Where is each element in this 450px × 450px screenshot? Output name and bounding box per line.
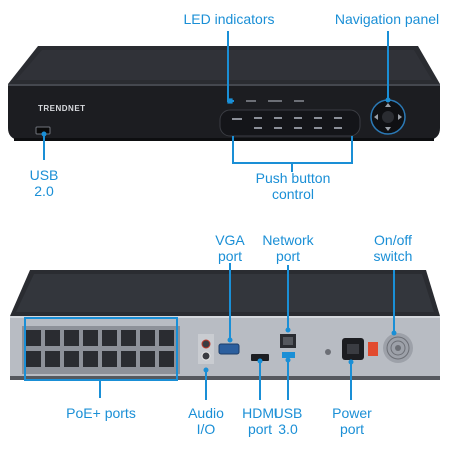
poe-port[interactable] <box>26 330 41 346</box>
brand-logo: TRENDNET <box>38 104 86 113</box>
poe-port[interactable] <box>159 330 174 346</box>
poe-port[interactable] <box>140 330 155 346</box>
poe-port[interactable] <box>159 351 174 367</box>
label-audio-io: Audio I/O <box>188 405 224 437</box>
front-device-illustration: TRENDNET <box>8 31 440 172</box>
poe-port[interactable] <box>121 351 136 367</box>
rear-callout-lines <box>24 263 395 400</box>
label-navigation-panel: Navigation panel <box>334 11 440 27</box>
network-port[interactable] <box>280 334 296 348</box>
poe-port[interactable] <box>83 351 98 367</box>
poe-port[interactable] <box>64 330 79 346</box>
hdmi-port[interactable] <box>251 354 269 361</box>
rear-device-illustration <box>10 263 440 400</box>
navigation-dial[interactable] <box>370 99 406 135</box>
power-port[interactable] <box>342 338 364 360</box>
onoff-switch[interactable] <box>368 342 378 356</box>
label-push-button-control: Push button control <box>255 170 331 202</box>
poe-port[interactable] <box>140 351 155 367</box>
poe-port[interactable] <box>121 330 136 346</box>
vga-port[interactable] <box>218 343 240 355</box>
fan-grille <box>383 333 413 363</box>
poe-port[interactable] <box>102 330 117 346</box>
usb-3-port[interactable] <box>282 352 295 358</box>
poe-port[interactable] <box>64 351 79 367</box>
label-vga-port: VGA port <box>215 232 245 264</box>
label-usb-3: USB 3.0 <box>273 405 303 437</box>
rear-callout-dots <box>203 327 397 373</box>
poe-port[interactable] <box>45 351 60 367</box>
poe-port[interactable] <box>102 351 117 367</box>
label-hdmi-port: HDMI port <box>242 405 278 437</box>
label-poe-ports: PoE+ ports <box>66 405 136 421</box>
label-power-port: Power port <box>332 405 372 437</box>
poe-port[interactable] <box>26 351 41 367</box>
poe-port[interactable] <box>45 330 60 346</box>
poe-ports-block <box>22 326 180 374</box>
label-led-indicators: LED indicators <box>183 11 275 27</box>
label-network-port: Network port <box>262 232 314 264</box>
push-button-panel[interactable] <box>219 109 361 137</box>
audio-jacks[interactable] <box>198 334 214 364</box>
label-usb-2: USB 2.0 <box>29 167 59 199</box>
label-onoff-switch: On/off switch <box>373 232 413 264</box>
poe-port[interactable] <box>83 330 98 346</box>
